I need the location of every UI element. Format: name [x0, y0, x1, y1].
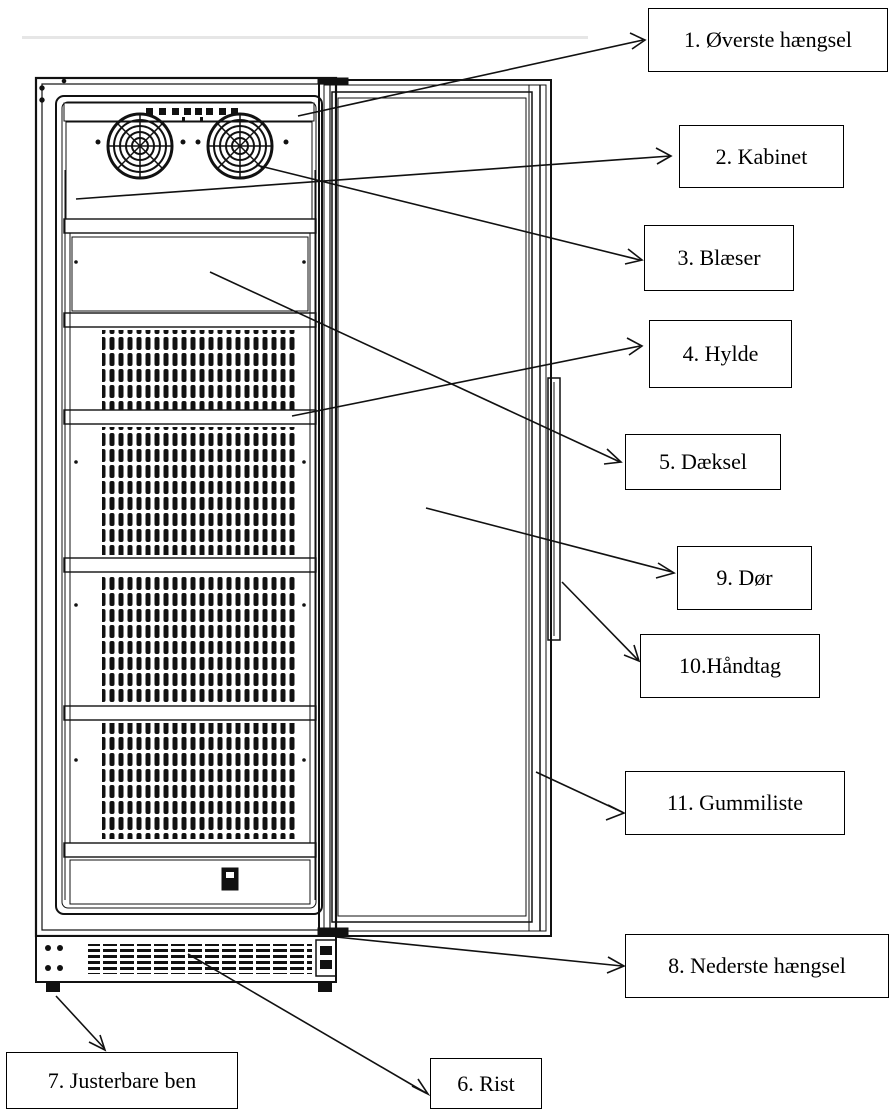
label-top-hinge: 1. Øverste hængsel [648, 8, 888, 72]
arrow-grille [187, 953, 427, 1094]
base-grille [35, 935, 337, 983]
header-divider [22, 36, 588, 39]
arrow-legs [55, 995, 105, 1049]
label-grille: 6. Rist [430, 1058, 542, 1109]
side-rails [64, 170, 316, 900]
arrow-cabinet [75, 155, 671, 200]
fan-left [106, 112, 174, 180]
arrow-handle [561, 581, 639, 661]
fan-right [206, 112, 274, 180]
label-fan: 3. Blæser [644, 225, 794, 291]
label-rubber-gasket: 11. Gummiliste [625, 771, 845, 835]
label-adjustable-legs: 7. Justerbare ben [6, 1052, 238, 1109]
arrow-rubber-gasket [535, 771, 623, 813]
arrow-bottom-hinge [335, 936, 623, 967]
label-door: 9. Dør [677, 546, 812, 610]
adjustable-legs [46, 982, 332, 992]
cabinet-body [34, 76, 338, 938]
shelves [63, 218, 317, 858]
cover-panel [71, 236, 309, 312]
door-handle [547, 377, 561, 641]
label-cover: 5. Dæksel [625, 434, 781, 490]
label-bottom-hinge: 8. Nederste hængsel [625, 934, 889, 998]
vented-panels [74, 330, 306, 839]
arrow-top-hinge [297, 39, 644, 117]
control-panel [63, 102, 315, 122]
leader-arrows [55, 32, 676, 1097]
label-shelf: 4. Hylde [649, 320, 792, 388]
bottom-compartment [69, 859, 311, 905]
arrow-door [425, 507, 673, 573]
fan-compartment [65, 112, 313, 221]
label-cabinet: 2. Kabinet [679, 125, 844, 188]
arrow-cover [209, 271, 621, 463]
label-handle: 10.Håndtag [640, 634, 820, 698]
door [317, 77, 552, 937]
arrow-shelf [291, 345, 641, 417]
arrow-fan [255, 164, 641, 261]
